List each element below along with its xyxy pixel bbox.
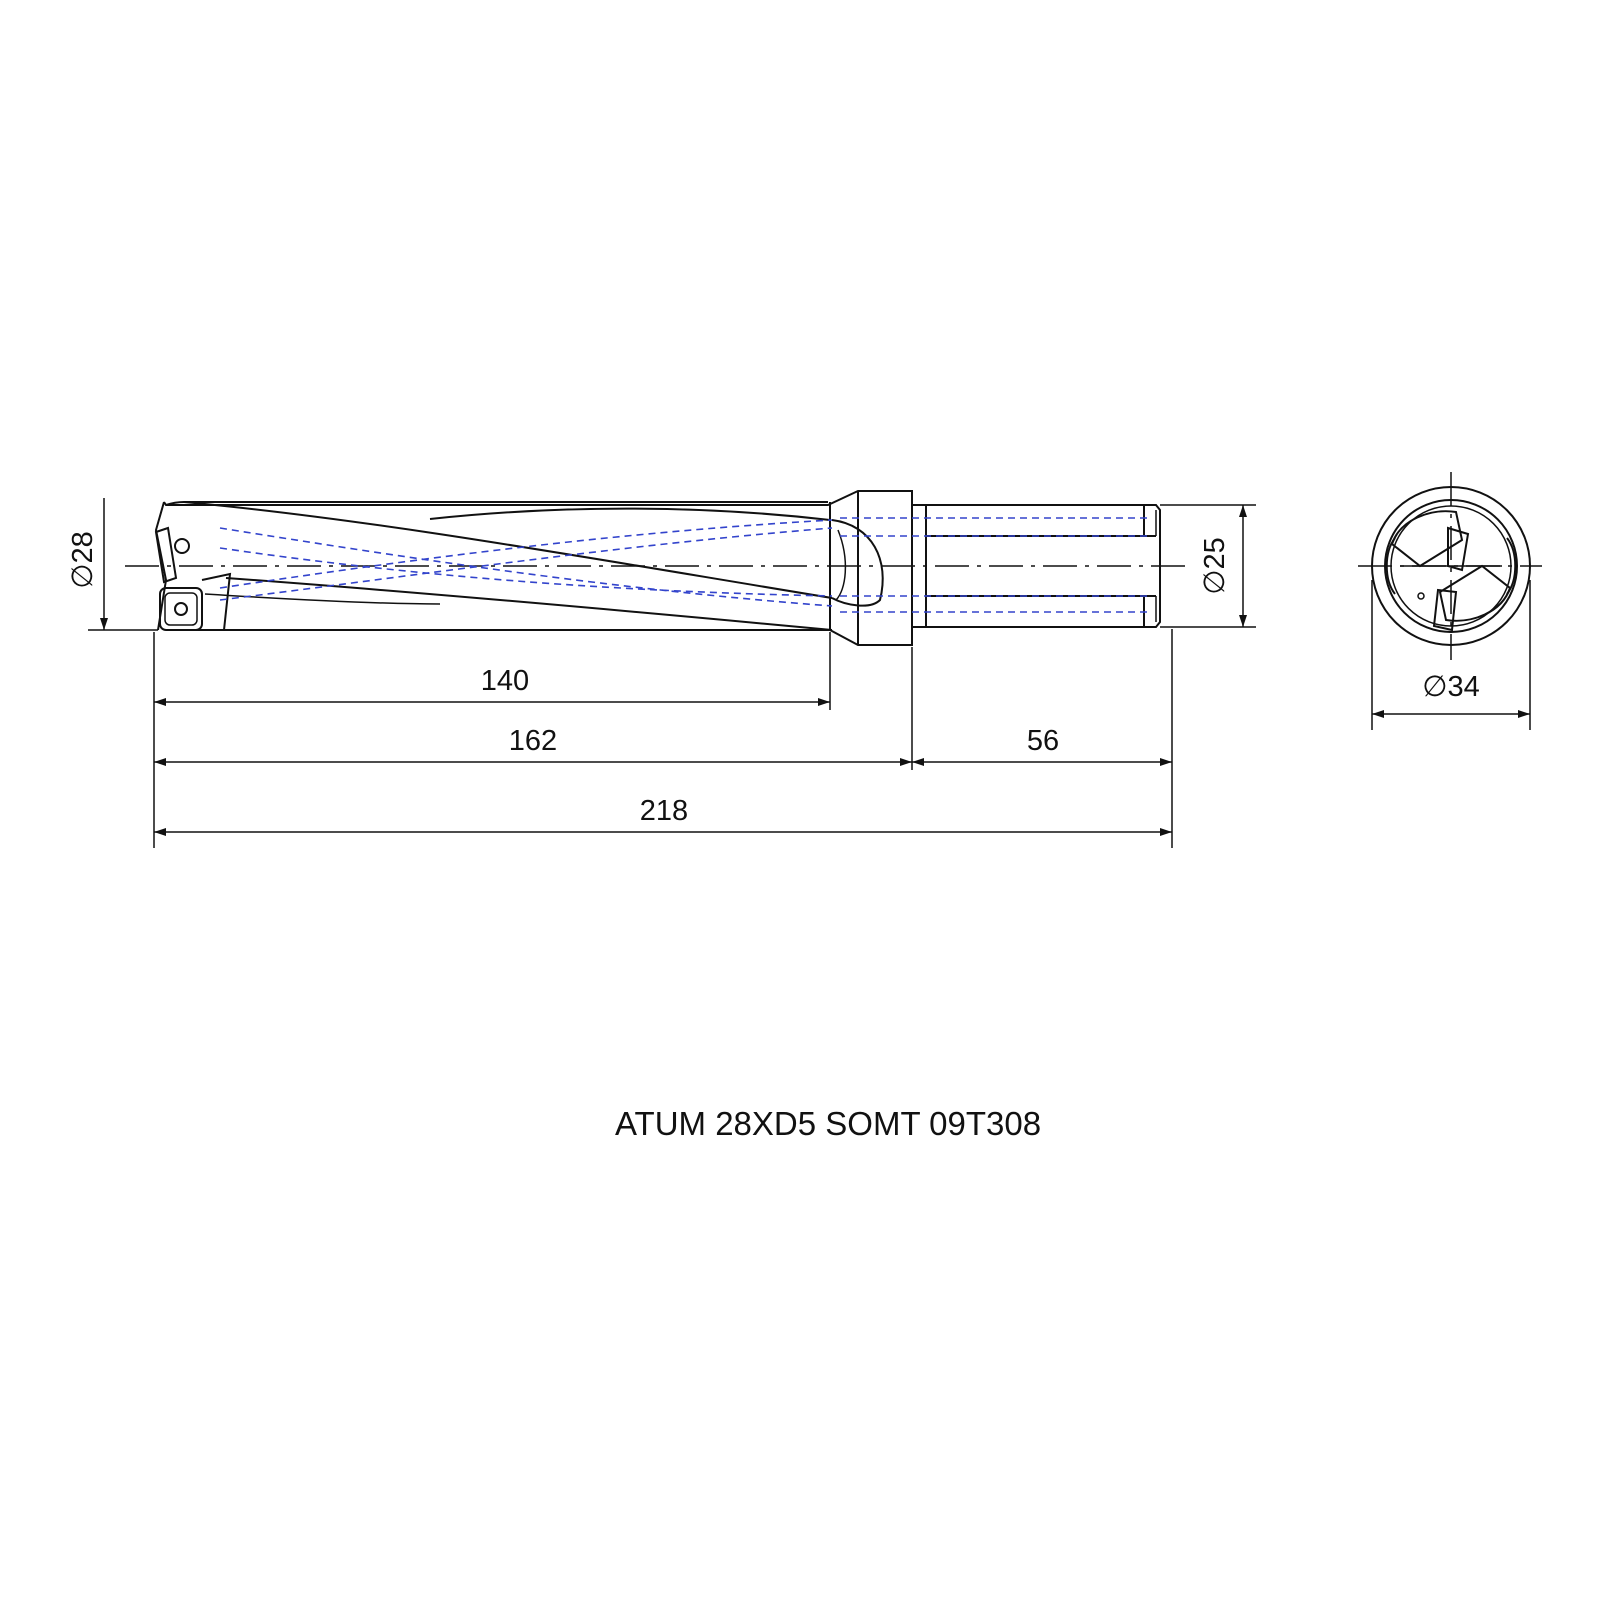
end-flute-lower bbox=[1438, 564, 1512, 622]
end-slot-right bbox=[1506, 537, 1517, 595]
dim-d25-label: ∅25 bbox=[1199, 537, 1231, 595]
inner-circle bbox=[1390, 505, 1512, 627]
flute-helix-2 bbox=[225, 577, 833, 631]
drill-tip-edge bbox=[154, 501, 168, 631]
drill-end-view: ∅34 bbox=[1358, 472, 1542, 730]
flute-runout bbox=[831, 519, 884, 607]
flute-helix-4 bbox=[204, 593, 441, 605]
upper-insert-screw bbox=[174, 538, 190, 554]
coolant-channel-3 bbox=[219, 527, 833, 601]
drill-body-outline bbox=[163, 490, 913, 646]
flange-circle bbox=[1371, 486, 1531, 646]
flute-helix-1 bbox=[183, 501, 833, 599]
dim-d28-label: ∅28 bbox=[67, 531, 99, 589]
dimensions: ∅28 ∅25 140 162 56 218 bbox=[67, 498, 1256, 848]
end-slot-left bbox=[1385, 537, 1396, 595]
flute-runout-inner bbox=[835, 529, 847, 601]
end-insert-upper bbox=[1447, 526, 1470, 572]
coolant-channel-4 bbox=[219, 519, 833, 589]
lower-insert bbox=[159, 587, 203, 631]
upper-insert bbox=[154, 526, 178, 584]
shank-outline bbox=[912, 504, 1161, 628]
part-title: ATUM 28XD5 SOMT 09T308 bbox=[615, 1105, 1041, 1142]
dim-162-label: 162 bbox=[509, 725, 557, 757]
end-flute-upper bbox=[1390, 510, 1464, 568]
dim-140-label: 140 bbox=[481, 665, 529, 697]
lower-insert-inner bbox=[164, 592, 198, 626]
dim-d34-label: ∅34 bbox=[1422, 671, 1480, 703]
coolant-channel-1 bbox=[219, 527, 833, 607]
dim-218-label: 218 bbox=[640, 795, 688, 827]
coolant-channel-2 bbox=[219, 547, 833, 597]
dim-56-label: 56 bbox=[1027, 725, 1059, 757]
body-top-edge bbox=[165, 501, 828, 506]
end-insert-lower bbox=[1432, 588, 1458, 632]
body-circle bbox=[1384, 499, 1518, 633]
drill-side-view bbox=[125, 490, 1185, 646]
lower-insert-screw bbox=[174, 602, 188, 616]
insert-pocket bbox=[201, 572, 232, 631]
end-center-hole bbox=[1417, 592, 1425, 600]
flute-helix-3 bbox=[429, 507, 831, 521]
